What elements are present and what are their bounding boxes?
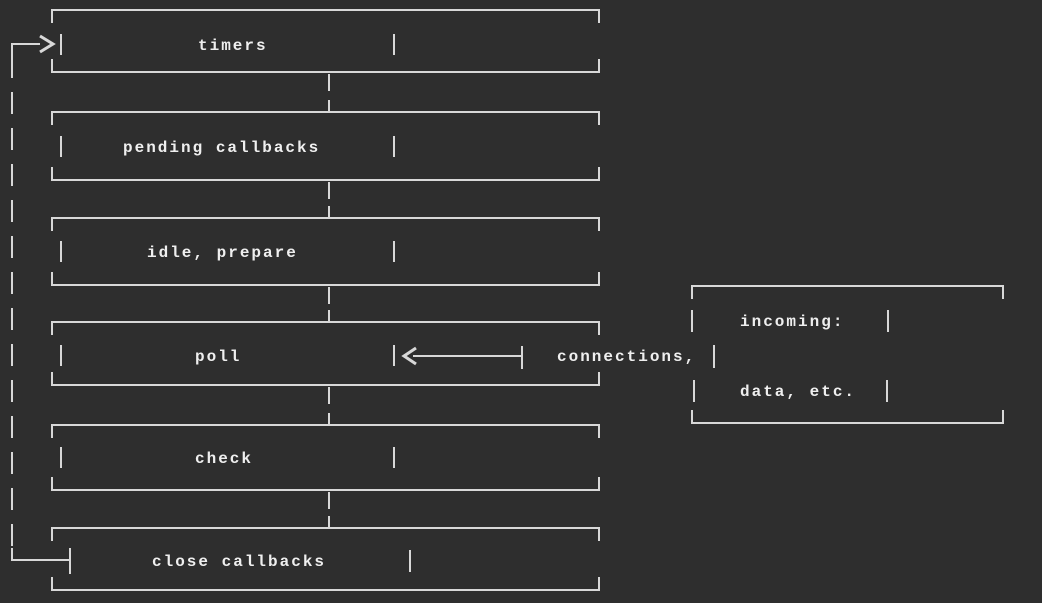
phase-label-timers: timers bbox=[198, 37, 268, 55]
box-bottom-border bbox=[51, 59, 600, 73]
phase-box-check: check bbox=[51, 413, 600, 509]
phase-label-pending-callbacks: pending callbacks bbox=[123, 139, 320, 157]
phase-box-poll: poll bbox=[51, 310, 600, 404]
loop-corner-bottom bbox=[11, 548, 70, 561]
connections-label: connections, bbox=[557, 348, 696, 366]
loop-corner-top bbox=[11, 43, 40, 56]
phase-box-pending-callbacks: pending callbacks bbox=[51, 100, 600, 199]
phase-label-close-callbacks: close callbacks bbox=[152, 553, 326, 571]
phase-label-idle-prepare: idle, prepare bbox=[147, 244, 298, 262]
box-bottom-border bbox=[51, 167, 600, 181]
box-bottom-border bbox=[51, 272, 600, 286]
incoming-label: incoming: bbox=[740, 313, 844, 331]
box-top-border bbox=[51, 217, 600, 231]
box-bottom-border bbox=[51, 372, 600, 386]
incoming-arrowhead-icon bbox=[401, 346, 417, 366]
phase-box-timers: timers bbox=[51, 9, 600, 91]
incoming-arrow bbox=[401, 346, 523, 369]
phase-label-poll: poll bbox=[195, 348, 241, 366]
loop-line bbox=[11, 34, 70, 561]
box-bottom-border bbox=[691, 410, 1004, 424]
incoming-box: incoming: connections, data, etc. bbox=[557, 285, 1004, 424]
box-top-border bbox=[51, 321, 600, 335]
box-bottom-border bbox=[51, 477, 600, 491]
box-bottom-border bbox=[51, 577, 600, 591]
phase-box-close-callbacks: close callbacks bbox=[51, 516, 600, 591]
box-top-border bbox=[691, 285, 1004, 299]
loop-arrowhead-icon bbox=[39, 34, 56, 54]
box-top-border bbox=[51, 9, 600, 23]
phase-label-check: check bbox=[195, 450, 253, 468]
box-top-border bbox=[51, 424, 600, 438]
data-etc-label: data, etc. bbox=[740, 383, 856, 401]
phase-box-idle-prepare: idle, prepare bbox=[51, 206, 600, 304]
box-top-border bbox=[51, 111, 600, 125]
box-top-border bbox=[51, 527, 600, 541]
